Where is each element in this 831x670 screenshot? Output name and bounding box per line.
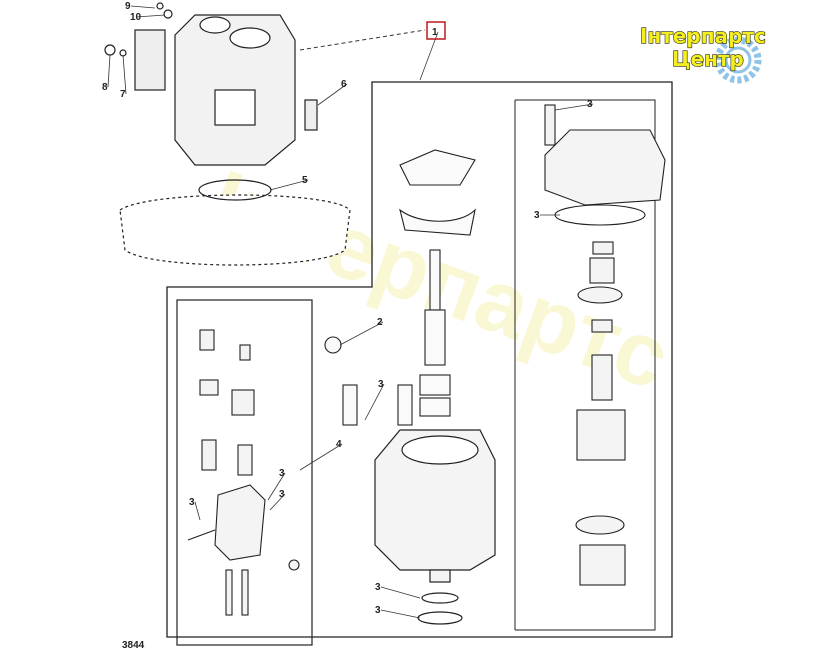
- callout-label: 8: [102, 82, 108, 93]
- inner-frame-valve: [176, 299, 313, 646]
- callout-label: 10: [130, 12, 142, 23]
- callout-labels: 910 8 7 6 5 1 3 3 2 3 4 3 3 3 3 3: [102, 1, 594, 619]
- callout-label: 3: [279, 468, 285, 479]
- leader-line: [122, 54, 127, 95]
- callout-label: 3: [587, 99, 593, 110]
- control-valve: [187, 329, 300, 616]
- callout-label: 2: [377, 317, 383, 328]
- leader-line: [194, 501, 201, 521]
- shaft-group: [324, 149, 476, 426]
- callout-label: 3: [279, 489, 285, 500]
- leader-line: [364, 383, 385, 421]
- leader-line: [339, 321, 384, 346]
- pump-assembly-top: [104, 2, 351, 266]
- callout-label: 9: [125, 1, 131, 12]
- callout-label: 3: [375, 605, 381, 616]
- logo-line2: Центр: [672, 47, 744, 71]
- callout-label: 6: [341, 79, 347, 90]
- callout-label: 5: [302, 175, 308, 186]
- leader-line: [267, 472, 286, 501]
- brand-logo: Інтерпартс Центр: [639, 23, 766, 84]
- callout-label: 3: [378, 379, 384, 390]
- callout-label: 1: [432, 27, 438, 38]
- pump-housing: [374, 429, 496, 625]
- callout-label: 3: [189, 497, 195, 508]
- gear-icon: [714, 36, 762, 84]
- leader-line: [554, 103, 594, 111]
- leader-line: [299, 443, 343, 471]
- leader-line: [107, 54, 111, 88]
- diagram-number: 3844: [122, 640, 145, 651]
- leader-line: [380, 586, 421, 599]
- outer-frame: [166, 81, 673, 638]
- leader-line: [380, 609, 421, 619]
- leader-line: [317, 83, 348, 106]
- leader-line: [135, 14, 166, 18]
- logo-line1: Інтерпартс: [640, 24, 766, 48]
- leader-line: [269, 179, 309, 191]
- callout-label: 3: [534, 210, 540, 221]
- leader-line: [419, 31, 439, 81]
- leader-line: [269, 493, 286, 511]
- callout-1-highlight: [426, 21, 446, 40]
- callout-label: 3: [375, 582, 381, 593]
- callout-label: 4: [336, 439, 342, 450]
- callout-label: 7: [120, 89, 126, 100]
- leader-line: [130, 5, 156, 9]
- inner-frame-rotor: [515, 99, 656, 631]
